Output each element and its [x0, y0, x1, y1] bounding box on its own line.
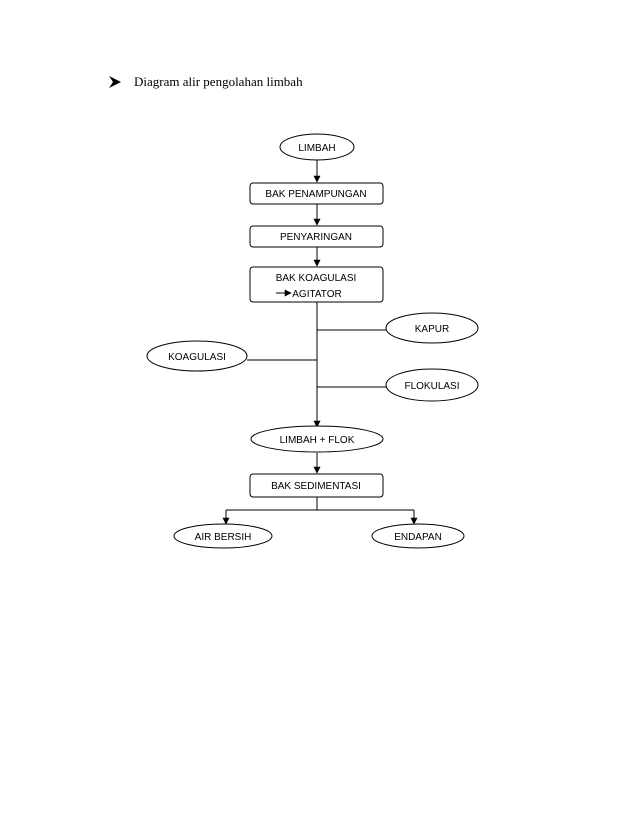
node-label-air-bersih: AIR BERSIH: [195, 532, 252, 543]
node-air-bersih: AIR BERSIH: [173, 523, 273, 549]
node-label-limbah: LIMBAH: [298, 143, 335, 154]
node-limbah-flok: LIMBAH + FLOK: [250, 425, 384, 453]
heading-row: Diagram alir pengolahan limbah: [108, 72, 303, 92]
node-limbah: LIMBAH: [279, 133, 355, 161]
heading-text: Diagram alir pengolahan limbah: [134, 74, 303, 89]
node-label-koagulasi: KOAGULASI: [168, 352, 226, 363]
node-label-flokulasi: FLOKULASI: [404, 381, 459, 392]
arrowhead-bullet-icon: [109, 76, 121, 88]
node-label-bak-penampungan: BAK PENAMPUNGAN: [265, 189, 366, 200]
node-penyaringan: PENYARINGAN: [249, 225, 384, 248]
node-label-bak-koagulasi: BAK KOAGULASI: [276, 273, 357, 284]
node-label-limbah-flok: LIMBAH + FLOK: [280, 435, 355, 446]
node-label-kapur: KAPUR: [415, 324, 449, 335]
node-label-bak-sedimentasi: BAK SEDIMENTASI: [271, 481, 361, 492]
node-bak-penampungan: BAK PENAMPUNGAN: [249, 182, 384, 205]
node-label-penyaringan: PENYARINGAN: [280, 232, 352, 243]
node-bak-koagulasi: BAK KOAGULASI AGITATOR: [249, 266, 384, 303]
node-bak-sedimentasi: BAK SEDIMENTASI: [249, 473, 384, 498]
node-kapur: KAPUR: [385, 312, 479, 344]
node-label-agitator: AGITATOR: [292, 289, 341, 300]
node-flokulasi: FLOKULASI: [385, 368, 479, 402]
node-label-endapan: ENDAPAN: [394, 532, 442, 543]
node-endapan: ENDAPAN: [371, 523, 465, 549]
node-koagulasi: KOAGULASI: [146, 340, 248, 372]
edges: [222, 160, 418, 525]
